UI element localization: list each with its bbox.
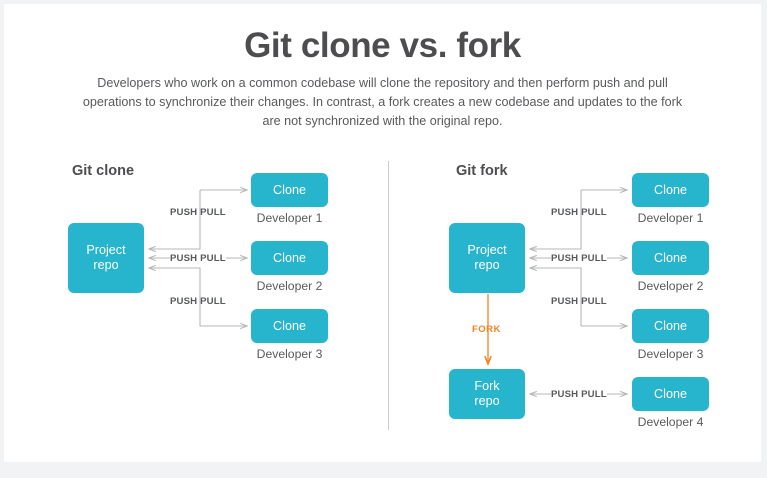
fork-repo-line1: Project [467, 243, 507, 257]
clone-repo-line1: Project [86, 243, 126, 257]
fork-pushpull-label-2: PUSH PULL [551, 253, 607, 264]
fork-repo-box-line1: Fork [474, 379, 500, 393]
clone-pushpull-label-2: PUSH PULL [170, 253, 226, 264]
clone-dev1-label: Developer 1 [256, 211, 323, 225]
fork-pushpull-label-1: PUSH PULL [551, 207, 607, 218]
fork-pushpull-label-4: PUSH PULL [551, 389, 607, 400]
fork-dev1-label: Developer 1 [637, 211, 704, 225]
panel-divider [388, 161, 389, 430]
clone-project-repo-box[interactable]: Project repo [68, 223, 144, 293]
clone-repo-line2: repo [93, 258, 119, 272]
fork-project-repo-box[interactable]: Project repo [449, 223, 525, 293]
clone-pushpull-label-3: PUSH PULL [170, 296, 226, 307]
fork-pushpull-label-3: PUSH PULL [551, 296, 607, 307]
fork-repo-box-line2: repo [474, 394, 500, 408]
clone-box-dev2[interactable]: Clone [251, 241, 328, 275]
fork-clone-box-dev2[interactable]: Clone [632, 241, 709, 275]
fork-panel-heading: Git fork [456, 163, 508, 179]
clone-box-dev3[interactable]: Clone [251, 309, 328, 343]
clone-box-dev1[interactable]: Clone [251, 173, 328, 207]
wire-fork-dev1-in [530, 190, 582, 249]
fork-repo-line2: repo [474, 258, 500, 272]
fork-clone-box-dev3[interactable]: Clone [632, 309, 709, 343]
fork-dev3-label: Developer 3 [637, 347, 704, 361]
fork-repo-box[interactable]: Fork repo [449, 369, 525, 419]
page-title: Git clone vs. fork [244, 26, 521, 65]
fork-dev4-label: Developer 4 [637, 415, 704, 429]
fork-clone-box-dev1[interactable]: Clone [632, 173, 709, 207]
clone-dev3-label: Developer 3 [256, 347, 323, 361]
page-subtitle: Developers who work on a common codebase… [82, 76, 683, 128]
fork-edge-label: FORK [472, 324, 501, 335]
clone-dev2-label: Developer 2 [256, 279, 323, 293]
clone-panel-heading: Git clone [72, 163, 135, 179]
fork-dev2-label: Developer 2 [637, 279, 704, 293]
wire-clone-dev1-in [149, 190, 201, 249]
clone-pushpull-label-1: PUSH PULL [170, 207, 226, 218]
infographic-card: Git clone vs. fork Developers who work o… [4, 4, 761, 462]
fork-clone-box-dev4[interactable]: Clone [632, 377, 709, 411]
